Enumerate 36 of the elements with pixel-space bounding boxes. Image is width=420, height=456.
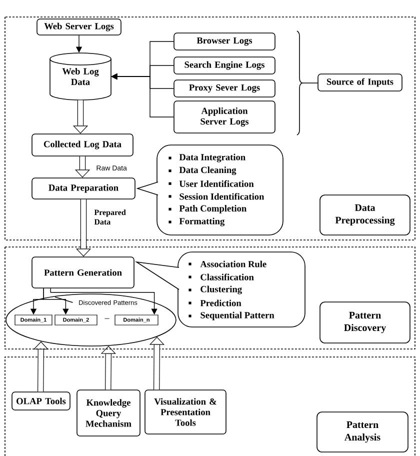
dashed-region xyxy=(4,246,416,350)
block-arrow xyxy=(100,346,116,390)
dashed-region xyxy=(4,16,416,240)
edge-label: Prepared Data xyxy=(94,209,126,225)
list-item: Clustering xyxy=(200,286,242,294)
stage-box: Data Preprocessing xyxy=(320,194,410,236)
database-cylinder: Web Log Data xyxy=(50,52,112,100)
list-item: Data Integration xyxy=(179,154,246,162)
list-item: Prediction xyxy=(200,300,242,306)
leader-line xyxy=(54,296,74,303)
list-item: Session Identification xyxy=(180,193,264,200)
list-item: User Identification xyxy=(179,180,254,187)
list-item: Path Completion xyxy=(179,205,246,214)
rounded-box: Browser Logs xyxy=(174,32,276,50)
rounded-box: OLAP Tools xyxy=(12,392,70,410)
rounded-box: Search Engine Logs xyxy=(174,56,276,74)
rounded-box: Proxy Sever Logs xyxy=(174,80,276,98)
dashed-region xyxy=(4,356,416,456)
block-arrow xyxy=(149,336,164,390)
stage-box: Pattern Discovery xyxy=(320,302,410,344)
ellipse xyxy=(6,294,176,346)
stage-box: Pattern Analysis xyxy=(316,412,408,452)
rounded-box: Source of Inputs xyxy=(318,74,402,92)
rounded-box: Collected Log Data xyxy=(32,134,134,156)
rounded-box: Knowledge Query Mechanism xyxy=(76,390,140,436)
list-item: Sequential Pattern xyxy=(200,312,274,320)
list-item: Classification xyxy=(200,274,254,280)
callout-bubble xyxy=(136,144,284,236)
rounded-box: Application Server Logs xyxy=(174,100,276,134)
list-item: Data Cleaning xyxy=(179,166,236,176)
list-item: Formatting xyxy=(179,218,225,226)
list-item: Association Rule xyxy=(200,260,266,268)
separator-text: – xyxy=(104,318,110,319)
rounded-box: Visualization & Presentation Tools xyxy=(144,390,226,434)
node-label: Web Log Data xyxy=(62,68,99,86)
rounded-box: Web Server Logs xyxy=(36,18,122,36)
